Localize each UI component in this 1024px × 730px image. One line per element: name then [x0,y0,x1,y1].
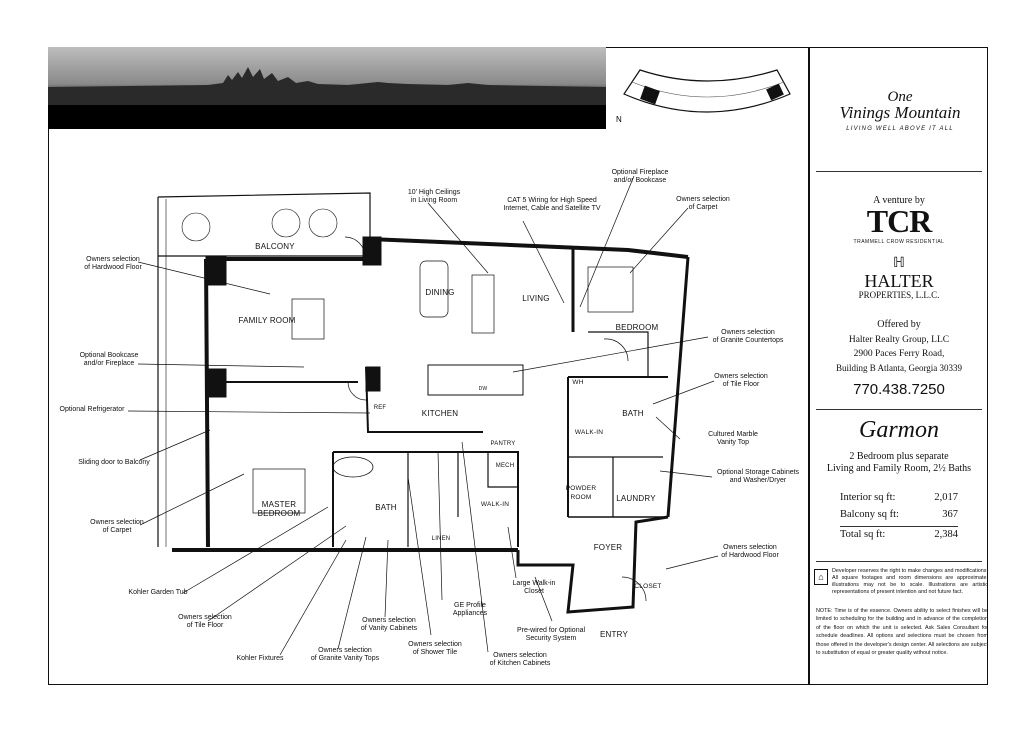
halter-name: HALTER [864,271,934,291]
room-family: FAMILY ROOM [238,316,296,325]
room-living: LIVING [522,294,550,303]
offered-address1: 2900 Paces Ferry Road, [853,349,945,359]
callout-carpet-bedroom: Owners selection of Carpet [676,196,730,211]
plan-name: Garmon [858,417,939,443]
callout-walkin-closet: Large Walk-in Closet [512,580,556,595]
callout-bookcase-family: Optional Bookcase and/or Fireplace [79,352,139,367]
sqft-row-interior: Interior sq ft:2,017 [840,492,958,503]
halter-subtitle: PROPERTIES, L.L.C. [858,290,940,300]
callout-granite-vanity: Owners selection of Granite Vanity Tops [310,647,380,662]
floor-plan [127,175,719,656]
callout-tile-floor-master: Owners selection of Tile Floor [178,614,232,629]
phone-number: 770.438.7250 [853,381,945,398]
room-powder: POWDER ROOM [565,485,597,501]
callout-cat5: CAT 5 Wiring for High Speed Internet, Ca… [503,197,601,212]
disclaimer: Developer reserves the right to make cha… [832,568,988,595]
logo-line2: Vinings Mountain [839,103,961,122]
note: NOTE: Time is of the essence. Owners abi… [816,608,988,657]
equal-housing-icon: ⌂ [814,569,828,585]
sqft-row-balcony: Balcony sq ft:367 [840,509,958,520]
room-dishwasher: DW [478,386,488,392]
callout-vanity-cabinets: Owners selection of Vanity Cabinets [360,617,418,632]
tcr-logo: TCR [866,203,933,239]
callout-kitchen-cabinets: Owners selection of Kitchen Cabinets [489,652,551,667]
room-mech: MECH [495,463,515,469]
callout-refrigerator: Optional Refrigerator [59,406,125,413]
callout-ceilings: 10' High Ceilings in Living Room [407,189,461,204]
callout-hardwood-foyer: Owners selection of Hardwood Floor [721,544,779,559]
sqft-table: Interior sq ft:2,017 Balcony sq ft:367 T… [840,492,958,546]
callout-storage-cabinets: Optional Storage Cabinets and Washer/Dry… [716,469,800,484]
skyline-image [48,67,606,105]
sqft-row-total: Total sq ft:2,384 [840,526,958,546]
key-plan: N [616,69,791,124]
room-foyer: FOYER [593,543,623,552]
room-closet: CLOSET [634,583,662,590]
logo-tagline: LIVING WELL ABOVE IT ALL [846,126,954,132]
callout-kohler-fixtures: Kohler Fixtures [236,655,284,662]
rule [816,409,982,410]
callout-security: Pre-wired for Optional Security System [516,627,586,642]
brand-logo: One Vinings Mountain LIVING WELL ABOVE I… [820,89,980,137]
callout-fireplace-living: Optional Fireplace and/or Bookcase [611,169,669,184]
room-laundry: LAUNDRY [616,494,656,503]
rule [816,171,982,172]
logo-line1: One [887,89,913,105]
room-dining: DINING [425,288,455,297]
room-water-heater: WH [572,379,584,386]
offered-address2: Building B Atlanta, Georgia 30339 [835,363,963,373]
offered-by: Offered by [877,319,921,330]
halter-mark-icon: ℍ [893,256,905,271]
north-indicator: N [616,115,622,124]
room-master-bath: BATH [375,503,397,512]
callout-hardwood-family: Owners selection of Hardwood Floor [84,256,142,271]
callout-sliding-door: Sliding door to Balcony [78,459,150,466]
sidebar-divider [808,47,810,685]
room-ref: REF [373,405,387,411]
callout-shower-tile: Owners selection of Shower Tile [408,641,462,656]
plan-description: 2 Bedroom plus separate Living and Famil… [826,451,972,474]
room-bedroom: BEDROOM [615,323,659,332]
offered-name: Halter Realty Group, LLC [848,335,950,345]
venture-by: A venture by [873,195,925,206]
room-bedroom-bath: BATH [622,409,644,418]
room-entry: ENTRY [600,630,628,639]
room-master-bedroom: MASTER BEDROOM [257,500,301,518]
rule [816,561,982,562]
room-master-walk-in: WALK-IN [480,501,510,508]
room-pantry: PANTRY [490,441,516,447]
room-balcony: BALCONY [255,242,295,251]
room-bedroom-walk-in: WALK-IN [574,429,604,436]
tcr-subtitle: TRAMMELL CROW RESIDENTIAL [853,239,945,245]
sidebar: One Vinings Mountain LIVING WELL ABOVE I… [810,47,988,685]
callout-carpet-master: Owners selection of Carpet [90,519,144,534]
skyline-banner [48,47,606,129]
room-linen: LINEN [431,536,451,542]
callout-ge-appliances: GE Profile Appliances [452,602,488,617]
callout-granite-countertops: Owners selection of Granite Countertops [712,329,784,344]
callout-garden-tub: Kohler Garden Tub [128,589,188,596]
callout-marble-vanity: Cultured Marble Vanity Top [708,431,758,446]
callout-tile-floor-bath: Owners selection of Tile Floor [714,373,768,388]
room-kitchen: KITCHEN [421,409,459,418]
